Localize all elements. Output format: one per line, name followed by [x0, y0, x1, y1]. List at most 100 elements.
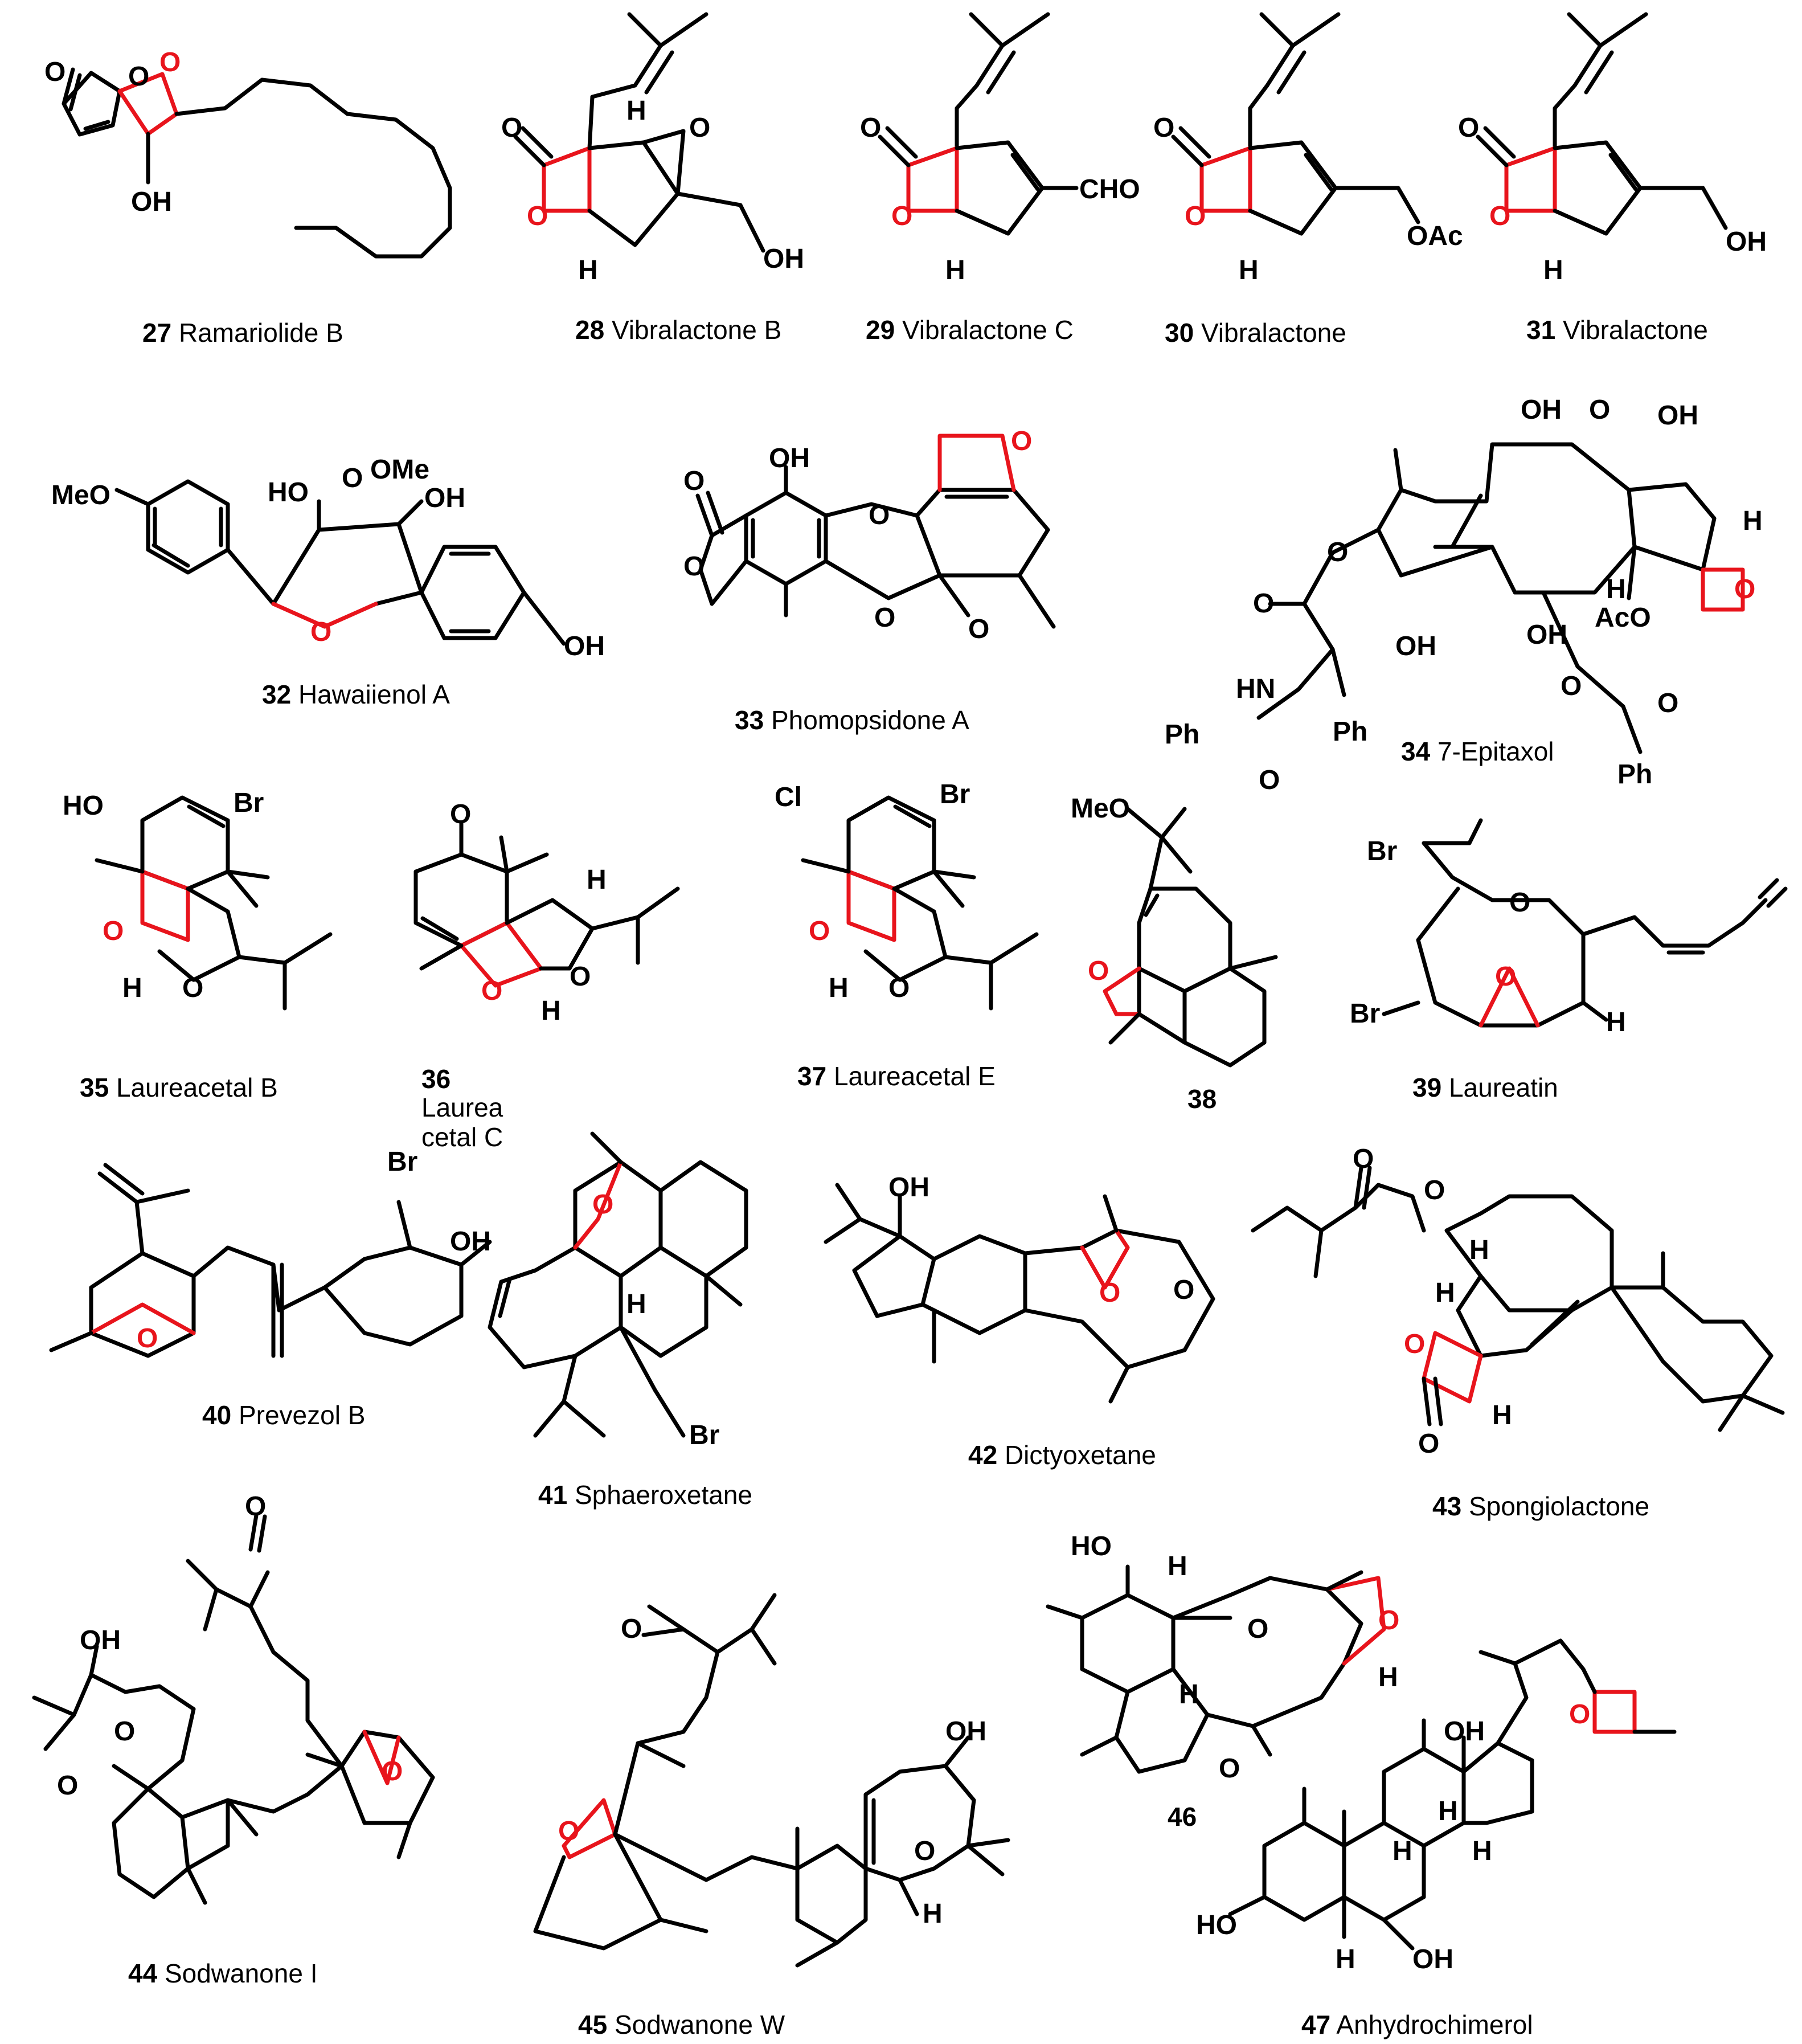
atom-label: Ph [1165, 720, 1199, 750]
atom-label: O [1247, 1614, 1268, 1644]
atom-label: O [1153, 113, 1174, 143]
atom-label: H [945, 255, 965, 285]
atom-label: Br [1367, 836, 1397, 866]
atom-label: Ph [1617, 759, 1652, 790]
caption-39: 39 Laureatin [1412, 1073, 1558, 1102]
structure-27: O O O OH 27 Ramariolide B [44, 47, 452, 348]
atom-label: O [1378, 1605, 1399, 1636]
atom-label: O [1569, 1699, 1590, 1730]
structure-38: MeO O 38 [1071, 794, 1278, 1114]
atom-label: Br [940, 779, 970, 810]
structure-40: Br OH O 40 Prevezol B [49, 1147, 492, 1430]
atom-label: O [1185, 201, 1206, 231]
atom-label: O [310, 617, 331, 647]
atom-label: H [829, 973, 849, 1003]
caption-43: 43 Spongiolactone [1432, 1491, 1649, 1521]
atom-label: HO [63, 791, 104, 821]
atom-label: O [245, 1491, 266, 1522]
structure-29: O O CHO H 29 Vibralactone C [860, 12, 1140, 345]
caption-36-name: cetal C [421, 1122, 503, 1152]
atom-label: OH [1412, 1944, 1453, 1974]
atom-label: O [501, 113, 522, 143]
structure-41: O H Br 41 Sphaeroxetane [488, 1131, 752, 1510]
atom-label: O [809, 916, 830, 946]
atom-label: H [1606, 574, 1626, 604]
structure-42: OH O O 42 Dictyoxetane [824, 1172, 1215, 1470]
atom-label: O [1011, 426, 1032, 456]
caption-36-name: Laurea [421, 1093, 503, 1122]
atom-label: MeO [51, 480, 110, 510]
atom-label: O [450, 799, 471, 829]
atom-label: H [1492, 1400, 1512, 1430]
atom-label: O [570, 962, 591, 992]
atom-label: Ph [1333, 717, 1367, 747]
atom-label: H [1743, 506, 1763, 536]
caption-44: 44 Sodwanone I [128, 1959, 318, 1988]
atom-label: OH [1657, 400, 1698, 431]
atom-label: H [1168, 1551, 1187, 1581]
caption-27: 27 Ramariolide B [142, 318, 343, 348]
atom-label: O [1088, 956, 1109, 986]
atom-label: O [558, 1816, 579, 1846]
structure-32: MeO HO O OMe OH O OH 32 Hawaiienol A [51, 455, 605, 709]
atom-label: O [1489, 201, 1510, 231]
atom-label: O [689, 113, 710, 143]
atom-label: HO [1196, 1910, 1237, 1940]
atom-label: O [860, 113, 881, 143]
structure-35: HO Br O O H 35 Laureacetal B [63, 788, 333, 1102]
atom-label: O [1561, 671, 1582, 701]
atom-label: HO [268, 477, 309, 508]
atom-label: O [57, 1771, 78, 1801]
atom-label: H [1435, 1278, 1455, 1308]
atom-label: O [874, 603, 895, 633]
atom-label: O [1353, 1144, 1374, 1174]
structure-47: OH H H H O HO H OH 47 Anhydrochimerol [1196, 1638, 1677, 2039]
atom-label: O [592, 1189, 613, 1220]
atom-label: AcO [1595, 603, 1651, 633]
atom-label: O [888, 973, 910, 1003]
atom-label: O [1509, 888, 1530, 918]
atom-label: OH [1444, 1716, 1485, 1747]
atom-label: O [1424, 1175, 1445, 1205]
atom-label: OH [564, 631, 605, 661]
atom-label: O [159, 47, 181, 77]
structure-31: O O OH H 31 Vibralactone [1458, 12, 1767, 345]
caption-29: 29 Vibralactone C [866, 315, 1074, 345]
structure-30: O O OAc H 30 Vibralactone [1153, 12, 1463, 348]
atom-label: OH [424, 483, 465, 513]
structure-39: Br O O Br H 39 Laureatin [1350, 818, 1788, 1102]
atom-label: H [578, 255, 598, 285]
atom-label: O [481, 976, 502, 1006]
atom-label: H [1393, 1836, 1412, 1866]
atom-label: O [1458, 113, 1479, 143]
atom-label: O [891, 201, 912, 231]
atom-label: O [182, 973, 203, 1003]
atom-label: O [1418, 1429, 1439, 1459]
atom-label: H [923, 1899, 943, 1929]
atom-label: O [527, 201, 548, 231]
caption-47: 47 Anhydrochimerol [1301, 2010, 1533, 2039]
atom-label: OH [888, 1172, 929, 1203]
caption-42: 42 Dictyoxetane [968, 1440, 1156, 1470]
atom-label: OH [769, 443, 810, 473]
caption-46: 46 [1168, 1802, 1197, 1832]
structure-33: OH O O O O O O 33 Phomopsidone A [683, 426, 1056, 735]
caption-31: 31 Vibralactone [1526, 315, 1708, 345]
atom-label: H [122, 973, 142, 1003]
atom-label: O [382, 1756, 403, 1787]
atom-label: O [621, 1614, 642, 1644]
atom-label: OH [945, 1716, 986, 1747]
atom-label: OH [1521, 395, 1562, 425]
atom-label: H [1336, 1944, 1355, 1974]
atom-label: HN [1236, 674, 1275, 704]
caption-28: 28 Vibralactone B [575, 315, 781, 345]
caption-40: 40 Prevezol B [202, 1400, 365, 1430]
atom-label: O [128, 62, 149, 92]
caption-30: 30 Vibralactone [1165, 318, 1346, 348]
atom-label: OMe [370, 455, 429, 485]
atom-label: H [541, 996, 561, 1026]
caption-37: 37 Laureacetal E [797, 1061, 996, 1091]
atom-label: O [1099, 1278, 1120, 1308]
caption-33: 33 Phomopsidone A [735, 705, 969, 735]
atom-label: O [914, 1836, 935, 1866]
